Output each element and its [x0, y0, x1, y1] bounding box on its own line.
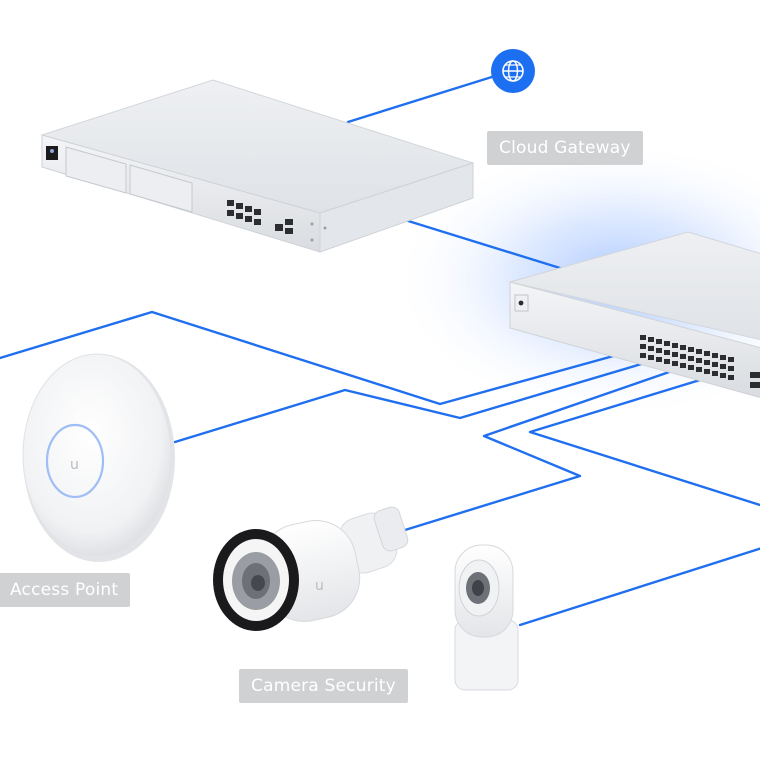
cloud-gateway-device: [40, 79, 475, 253]
connection-lines: [0, 74, 760, 627]
cloud-gateway-label: Cloud Gateway: [487, 131, 643, 165]
line-dome-switch: [518, 547, 760, 627]
access-point-logo: u: [70, 457, 79, 473]
access-point-label: Access Point: [0, 573, 131, 607]
line-gateway-switch: [403, 218, 562, 270]
globe-icon: [491, 49, 535, 93]
gateway-ports: [227, 200, 293, 234]
line-ap-switch-b: [173, 360, 650, 444]
line-ap-switch-a: [0, 310, 637, 406]
line-switch-offscreen: [528, 378, 760, 507]
camera-security-label: Camera Security: [239, 669, 408, 703]
bullet-camera-device: u: [213, 506, 409, 631]
line-internet-gateway: [346, 74, 497, 124]
camera-logo: u: [315, 578, 324, 594]
flex-camera-device: [454, 544, 519, 691]
switch-ports: [640, 335, 760, 388]
line-camera-switch: [403, 368, 677, 532]
access-point-device: u: [22, 353, 175, 562]
access-point-led-ring: [45, 423, 105, 499]
switch-device: [509, 231, 760, 398]
